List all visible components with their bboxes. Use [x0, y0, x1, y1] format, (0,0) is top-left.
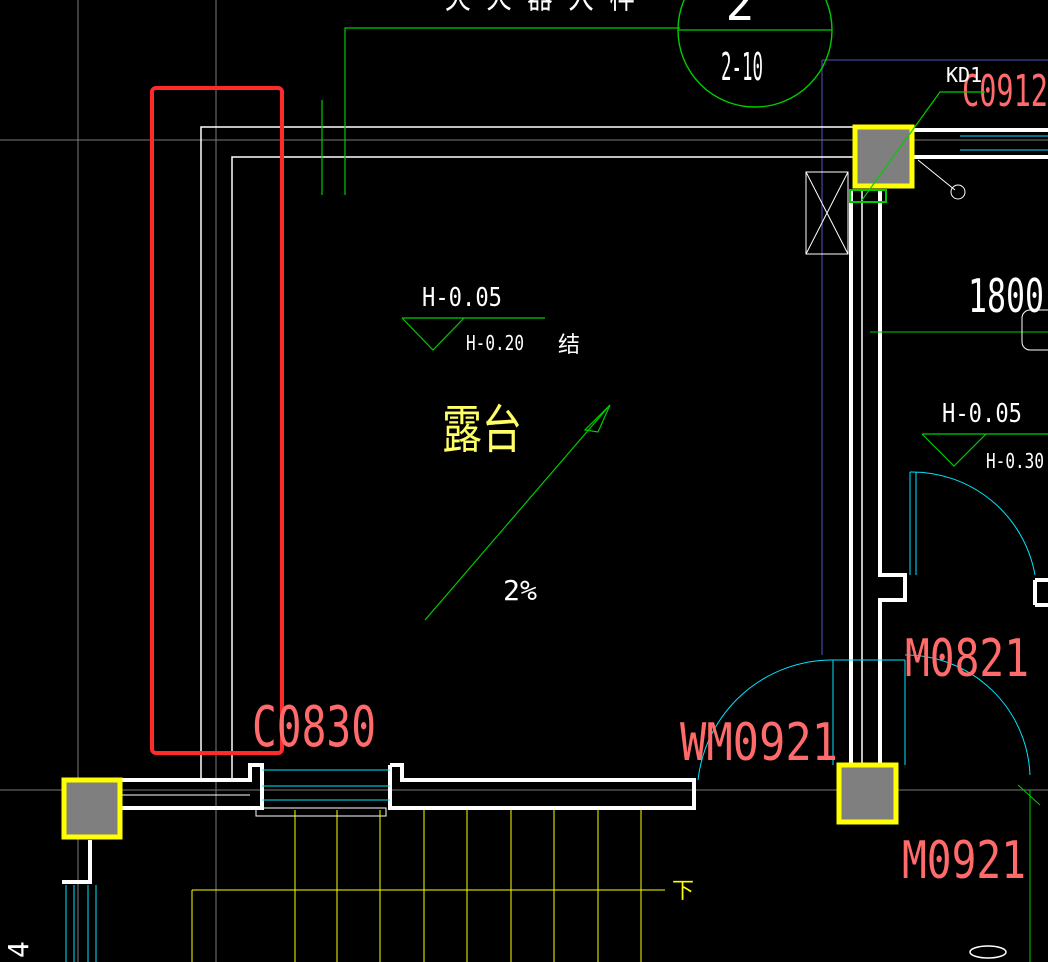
- bottom-wall: [62, 763, 696, 884]
- detector-symbol: [950, 184, 966, 200]
- highlight-box[interactable]: [150, 86, 284, 755]
- lower-right-leader: [1017, 784, 1041, 806]
- top-label-partial: 灭 火 器 大 样: [445, 0, 635, 17]
- equipment-box: [805, 171, 849, 255]
- column-bottom-mid: [836, 762, 899, 825]
- room-structure-elevation: H-0.30: [986, 449, 1044, 473]
- green-marker: [849, 189, 887, 203]
- terrace-elevation-triangle: [401, 317, 465, 351]
- window-label-c0830: C0830: [252, 695, 376, 760]
- fixture-oval: [969, 945, 1007, 959]
- terrace-structure-elevation: H-0.20: [466, 331, 524, 355]
- structure-note: 结: [558, 333, 580, 358]
- column-bottom-left: [61, 777, 123, 840]
- window-c0912-lines: [960, 135, 1048, 151]
- detector-leader-2: [917, 159, 956, 191]
- door-label-m0821: M0821: [905, 629, 1029, 689]
- room-elevation-triangle: [921, 433, 987, 467]
- door-label-wm0921: WM0921: [680, 713, 838, 773]
- column-top-right: [852, 124, 915, 189]
- slope-label: 2%: [503, 574, 537, 607]
- columns: [61, 124, 915, 840]
- room-finish-elevation: H-0.05: [942, 399, 1022, 429]
- fixture-outline: [1021, 309, 1048, 351]
- terrace-label: 露台: [442, 401, 522, 461]
- slope-arrow-head: [583, 404, 611, 433]
- stair-direction-label: 下: [672, 879, 694, 904]
- terrace-finish-elevation: H-0.05: [422, 283, 502, 313]
- window-c0830-lines: [255, 769, 390, 817]
- slope-arrow-line: [424, 404, 611, 621]
- left-edge-lines: [65, 885, 97, 962]
- stair-treads: [191, 810, 665, 962]
- right-wall: [849, 128, 1048, 790]
- door-label-m0921: M0921: [902, 831, 1026, 891]
- section-callout-number: 2: [726, 0, 755, 32]
- edge-number: 4: [2, 941, 35, 958]
- door-swings: [697, 471, 1036, 781]
- detector-tag: KD1: [946, 63, 982, 87]
- section-callout-sheet: 2-10: [721, 45, 763, 89]
- section-leader-line: [344, 27, 680, 195]
- terrace-walls: [200, 126, 855, 780]
- dimension-1800: 1800: [968, 269, 1044, 323]
- detector-leader: [861, 91, 985, 201]
